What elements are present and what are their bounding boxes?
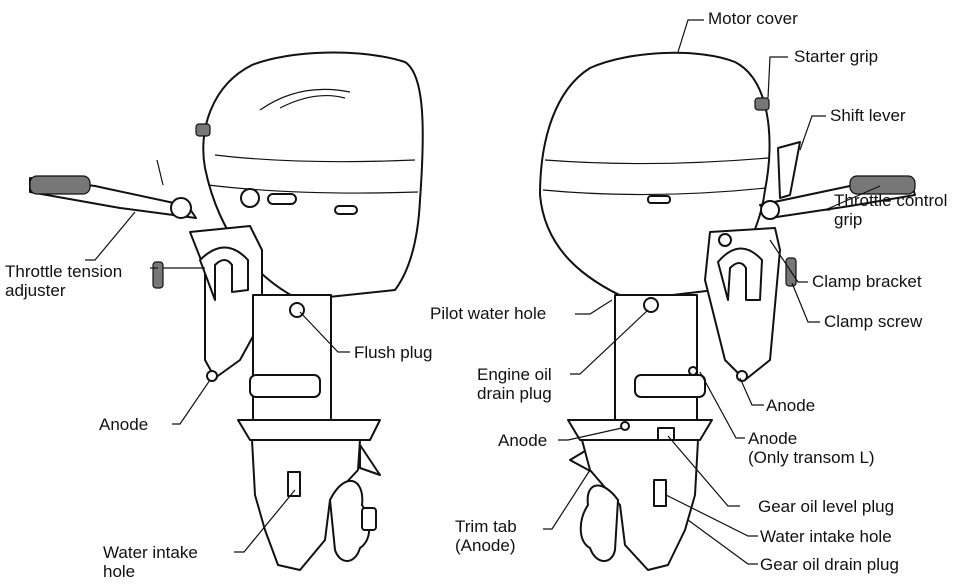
right-motor xyxy=(539,51,916,571)
label-anode-transom-line-1: Anode xyxy=(748,429,798,448)
label-water-intake-hole-left: Water intake hole xyxy=(103,543,198,581)
left-motor-cover xyxy=(202,51,424,301)
label-engine-oil-drain-plug-line-2: drain plug xyxy=(477,384,552,403)
label-anode-transom: Anode (Only transom L) xyxy=(748,429,875,467)
label-throttle-control-grip-line-2: grip xyxy=(834,210,863,229)
label-anode-transom-line-2: (Only transom L) xyxy=(748,448,875,467)
label-throttle-control-grip: Throttle control grip xyxy=(834,191,947,229)
label-starter-grip: Starter grip xyxy=(794,47,879,66)
label-clamp-screw: Clamp screw xyxy=(824,312,923,331)
label-engine-oil-drain-plug-line-1: Engine oil xyxy=(477,365,552,384)
label-water-intake-hole-left-line-1: Water intake xyxy=(103,543,198,562)
label-shift-lever: Shift lever xyxy=(830,106,906,125)
label-pilot-water-hole: Pilot water hole xyxy=(430,304,547,323)
left-shaft xyxy=(252,294,332,426)
label-water-intake-hole-left-line-2: hole xyxy=(103,562,136,581)
label-throttle-control-grip-line-1: Throttle control xyxy=(834,191,948,210)
label-anode-left: Anode xyxy=(99,415,149,434)
label-clamp-bracket: Clamp bracket xyxy=(812,272,922,291)
left-gearcase xyxy=(251,439,361,571)
label-throttle-tension-adjuster: Throttle tension adjuster xyxy=(5,262,122,300)
label-anode-right-upper: Anode xyxy=(766,396,816,415)
left-motor xyxy=(29,51,424,571)
label-trim-tab: Trim tab (Anode) xyxy=(455,517,517,555)
label-trim-tab-line-2: (Anode) xyxy=(455,536,516,555)
label-water-intake-hole-right: Water intake hole xyxy=(760,527,892,546)
label-motor-cover: Motor cover xyxy=(708,9,798,28)
right-shaft xyxy=(614,294,698,426)
label-gear-oil-drain-plug: Gear oil drain plug xyxy=(760,555,899,574)
label-engine-oil-drain-plug: Engine oil drain plug xyxy=(477,365,552,403)
right-propeller xyxy=(579,484,619,562)
leader-lines xyxy=(85,19,881,565)
label-flush-plug: Flush plug xyxy=(354,343,433,362)
label-throttle-tension-adjuster-line-1: Throttle tension xyxy=(5,262,123,281)
label-gear-oil-level-plug: Gear oil level plug xyxy=(758,497,895,516)
label-anode-center: Anode xyxy=(498,431,548,450)
label-throttle-tension-adjuster-line-2: adjuster xyxy=(5,281,66,300)
label-trim-tab-line-1: Trim tab xyxy=(455,517,517,536)
